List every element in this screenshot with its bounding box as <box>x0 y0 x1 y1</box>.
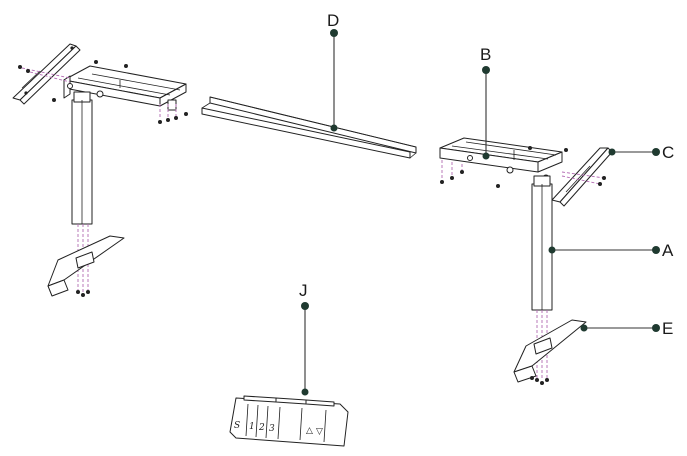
leader-d <box>330 29 338 132</box>
label-c: C <box>662 143 674 162</box>
cross-beam <box>201 96 417 159</box>
label-j: J <box>299 281 308 300</box>
right-top-bracket <box>439 137 563 182</box>
left-foot <box>47 224 125 297</box>
left-side-bracket <box>12 43 81 105</box>
left-leg-column <box>71 91 93 225</box>
leader-b <box>482 66 490 160</box>
keypad-up-arrow-icon: △ <box>306 426 313 436</box>
label-e: E <box>662 319 673 338</box>
right-foot <box>513 310 587 385</box>
keypad-key-3: 3 <box>269 424 275 434</box>
left-top-bracket-screws <box>18 60 188 124</box>
keypad-key-s: S <box>234 421 240 431</box>
keypad-key-2: 2 <box>258 423 265 433</box>
label-a: A <box>662 241 674 260</box>
right-leg-column <box>531 175 553 311</box>
label-d: D <box>327 11 339 30</box>
leader-j <box>301 302 309 396</box>
right-top-bracket-screws <box>440 146 606 188</box>
leader-e <box>580 324 660 332</box>
leader-c <box>608 148 660 156</box>
keypad-down-arrow-icon: ▽ <box>316 427 323 437</box>
keypad-key-1: 1 <box>249 422 255 432</box>
label-b: B <box>480 45 491 64</box>
control-keypad <box>229 395 349 447</box>
leader-a <box>548 246 660 254</box>
